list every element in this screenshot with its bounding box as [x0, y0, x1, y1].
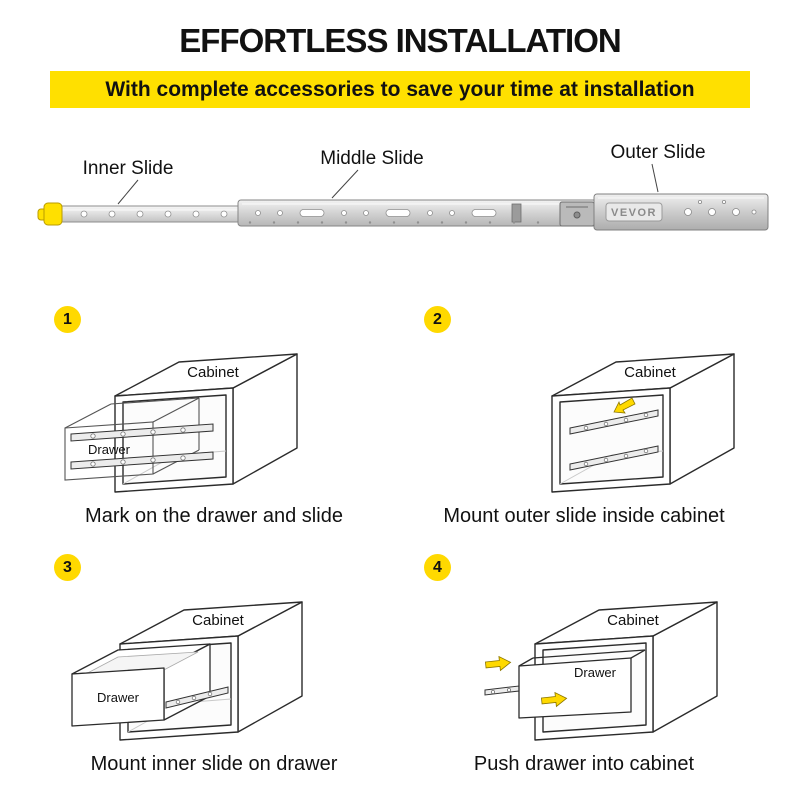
step-4: 4 Cabinet Drawer Push drawer into cabine…	[408, 546, 760, 784]
slide-latch	[559, 201, 595, 227]
step-1: 1 Cabinet Drawer Mark on the drawer and …	[38, 298, 390, 536]
rail-holes	[175, 691, 213, 705]
step-1-badge: 1	[54, 306, 81, 333]
cabinet-label: Cabinet	[192, 612, 245, 629]
middle-slide-stop	[511, 203, 522, 223]
mounted-slide-holes	[583, 412, 649, 467]
step-4-illustration: Cabinet Drawer	[484, 601, 718, 741]
middle-slide-label: Middle Slide	[320, 148, 424, 169]
label-leader-lines	[117, 163, 659, 205]
slide-rail-pair	[70, 423, 214, 470]
drawer-label: Drawer	[88, 442, 131, 457]
brand-badge	[605, 202, 663, 222]
cabinet-box	[114, 353, 298, 493]
step-2-badge: 2	[424, 306, 451, 333]
step-2-illustration: Cabinet	[551, 353, 735, 493]
step-3-caption: Mount inner slide on drawer	[90, 753, 338, 775]
outer-slide-holes	[684, 200, 757, 216]
drawer-label: Drawer	[574, 665, 617, 680]
cabinet-label: Cabinet	[607, 612, 660, 629]
page-title: EFFORTLESS INSTALLATION	[179, 22, 621, 59]
release-lever	[37, 202, 63, 226]
drawer-side-rail	[165, 686, 229, 709]
outer-slide-label: Outer Slide	[610, 142, 705, 163]
drawer-wireframe	[64, 397, 200, 481]
step-2-caption: Mount outer slide inside cabinet	[443, 505, 725, 527]
slide-assembly-figure: Inner Slide Middle Slide Outer Slide	[0, 136, 800, 266]
outer-slide-rail: VEVOR	[593, 193, 769, 231]
cabinet-label: Cabinet	[187, 364, 240, 381]
mount-direction-arrow	[613, 397, 636, 414]
step-3: 3 Cabinet Drawer Mount inner slide on dr…	[38, 546, 390, 784]
step-3-illustration: Cabinet Drawer	[71, 601, 303, 741]
slide-assembly-drawing: Inner Slide Middle Slide Outer Slide	[37, 142, 769, 231]
cabinet-label: Cabinet	[624, 364, 677, 381]
mounted-slides	[569, 409, 659, 471]
step-1-caption: Mark on the drawer and slide	[85, 505, 343, 527]
step-4-badge: 4	[424, 554, 451, 581]
drawer-label: Drawer	[97, 690, 140, 705]
step-3-badge: 3	[54, 554, 81, 581]
step-1-illustration: Cabinet Drawer	[64, 353, 298, 493]
brand-logo: VEVOR	[611, 207, 657, 219]
step-4-caption: Push drawer into cabinet	[473, 753, 695, 775]
push-arrow-1	[484, 655, 512, 672]
rail-holes	[90, 427, 186, 467]
inner-slide-label: Inner Slide	[83, 158, 174, 179]
middle-slide-holes	[255, 209, 497, 217]
push-arrow-2	[540, 691, 568, 708]
protruding-rail	[484, 685, 520, 696]
bearing-dots	[248, 221, 540, 224]
step-2: 2 Cabinet Mount outer slide inside cabin…	[408, 298, 760, 536]
subtitle-banner: With complete accessories to save your t…	[50, 71, 750, 108]
subtitle-text: With complete accessories to save your t…	[105, 77, 695, 101]
